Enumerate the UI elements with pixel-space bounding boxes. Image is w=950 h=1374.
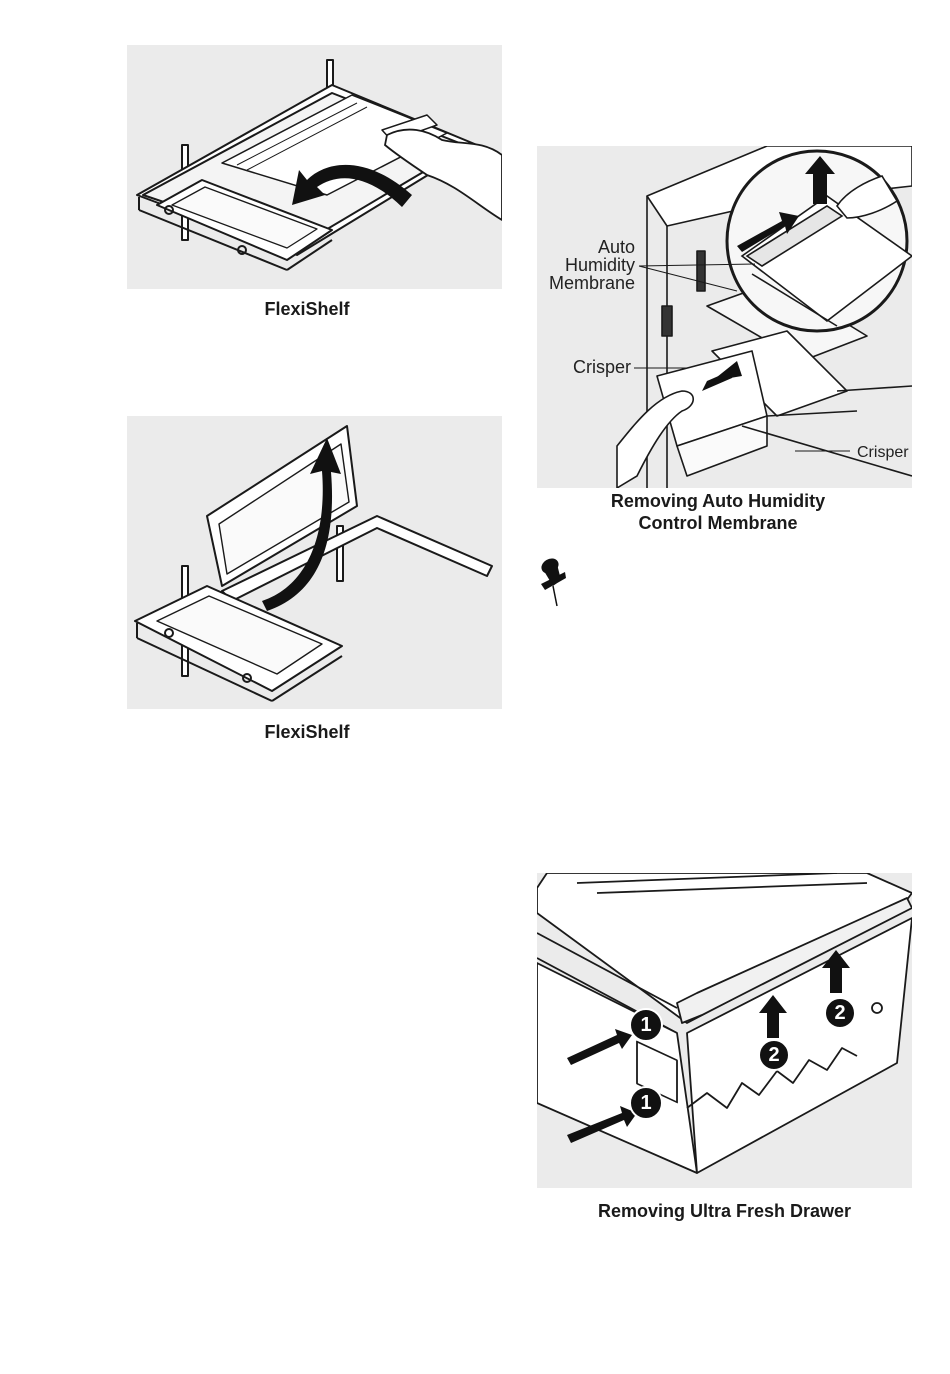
- flexishelf-illustration-1: [127, 45, 502, 289]
- auto-humidity-membrane-label-1: Auto: [540, 238, 635, 256]
- ultra-fresh-drawer-caption: Removing Ultra Fresh Drawer: [537, 1200, 912, 1222]
- auto-humidity-caption-line-2: Control Membrane: [537, 512, 899, 534]
- flexishelf-slide-in-drawing: [127, 45, 502, 289]
- crisper-label-right: Crisper: [857, 444, 909, 462]
- step-badge-1-upper: 1: [629, 1008, 663, 1042]
- flexishelf-illustration-2: [127, 416, 502, 709]
- step-badge-2-left: 2: [758, 1039, 790, 1071]
- ultra-fresh-drawer-illustration: [537, 873, 912, 1188]
- ultra-fresh-drawer-drawing: [537, 873, 912, 1188]
- pushpin-icon: [535, 556, 575, 608]
- auto-humidity-caption-line-1: Removing Auto Humidity: [537, 490, 899, 512]
- auto-humidity-membrane-label-3: Membrane: [540, 274, 635, 292]
- step-badge-1-lower: 1: [629, 1086, 663, 1120]
- auto-humidity-membrane-label-2: Humidity: [540, 256, 635, 274]
- crisper-membrane-drawing: [537, 146, 912, 488]
- step-badge-2-right: 2: [824, 997, 856, 1029]
- auto-humidity-illustration: [537, 146, 912, 488]
- flexishelf-fold-up-drawing: [127, 416, 502, 709]
- crisper-label-left: Crisper: [545, 358, 631, 376]
- flexishelf-caption-1: FlexiShelf: [127, 298, 487, 320]
- flexishelf-caption-2: FlexiShelf: [127, 721, 487, 743]
